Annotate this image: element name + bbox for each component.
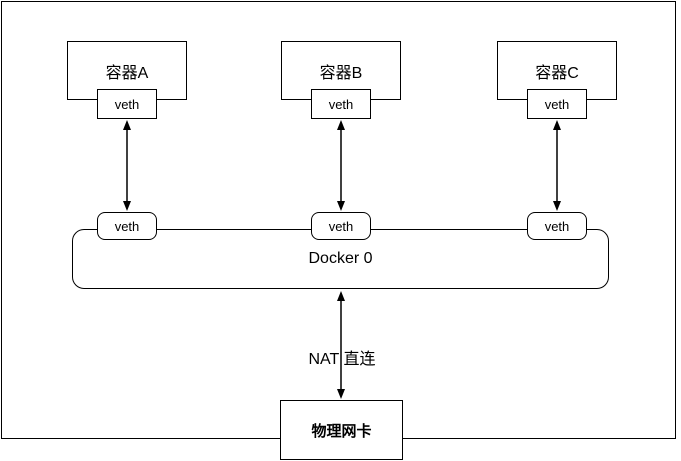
container-b-label: 容器B	[319, 64, 363, 82]
docker0-label: Docker 0	[308, 250, 373, 267]
container-c-label: 容器C	[535, 64, 579, 82]
arrow-bridge-to-nic	[337, 291, 345, 399]
physical-nic-label: 物理网卡	[311, 422, 372, 440]
veth-label: veth	[544, 96, 570, 112]
physical-nic-box: 物理网卡	[280, 400, 403, 460]
arrow-container-c-to-bridge	[553, 120, 561, 211]
arrow-container-b-to-bridge	[337, 120, 345, 211]
veth-port-container-c: veth	[527, 89, 587, 119]
veth-port-bridge-a: veth	[97, 212, 157, 240]
veth-label: veth	[114, 96, 140, 112]
veth-port-container-b: veth	[311, 89, 371, 119]
veth-port-container-a: veth	[97, 89, 157, 119]
arrow-container-a-to-bridge	[123, 120, 131, 211]
veth-label: veth	[328, 218, 354, 234]
veth-port-bridge-c: veth	[527, 212, 587, 240]
veth-label: veth	[114, 218, 140, 234]
veth-label: veth	[328, 96, 354, 112]
container-a-label: 容器A	[105, 64, 149, 82]
veth-port-bridge-b: veth	[311, 212, 371, 240]
nat-link-label: NAT 直连	[308, 351, 376, 368]
veth-label: veth	[544, 218, 570, 234]
